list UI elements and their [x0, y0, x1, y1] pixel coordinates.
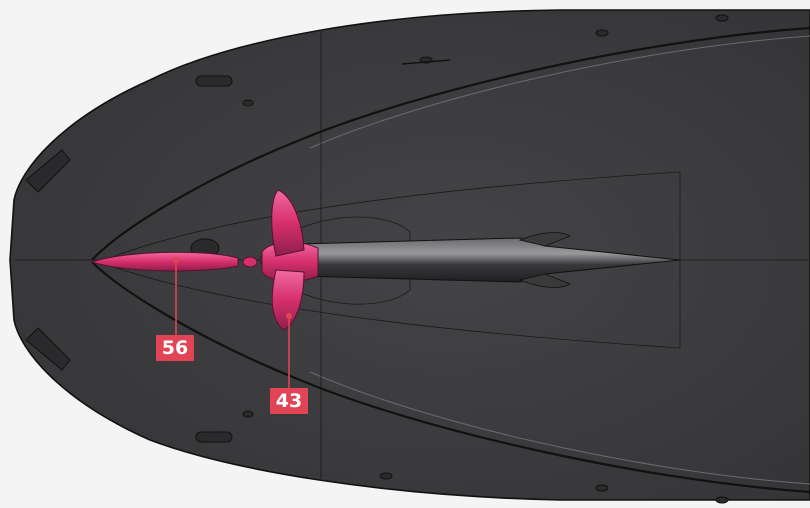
hub-cap-tip [242, 256, 258, 268]
hull-highlight-upper [309, 35, 810, 149]
callout-43: 43 [270, 388, 308, 414]
callout-56: 56 [156, 335, 194, 361]
bow-recess-upper [25, 149, 71, 193]
hull-highlight-lower [309, 371, 810, 485]
leader-dot-56 [173, 257, 179, 263]
shaft-fin-lower [518, 273, 571, 288]
part-43-propeller [261, 189, 319, 331]
part-56-hub-cap [90, 251, 239, 272]
chine-line-upper [91, 26, 810, 261]
keel-slot [401, 59, 451, 65]
bow-recess-lower [25, 327, 71, 371]
shaft-fin-upper [518, 232, 571, 247]
leader-dot-43 [286, 313, 292, 319]
chine-line-lower [91, 261, 810, 494]
